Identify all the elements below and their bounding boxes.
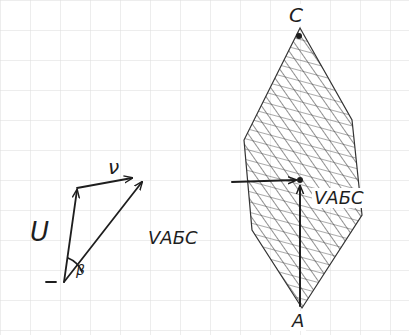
point-label: A [290, 311, 306, 331]
vector-label: ν [106, 156, 121, 178]
point-dot [297, 177, 303, 183]
point-label: C [287, 4, 305, 26]
velocity-arrows [232, 180, 300, 306]
vector-label: VАБС [146, 228, 200, 248]
vector-label: VАБС [312, 188, 366, 208]
point-dot [296, 33, 302, 39]
vector-label: U [28, 218, 51, 246]
hatched-region [244, 28, 362, 308]
vector-triangle [46, 178, 142, 282]
angle-label: β [74, 262, 87, 278]
